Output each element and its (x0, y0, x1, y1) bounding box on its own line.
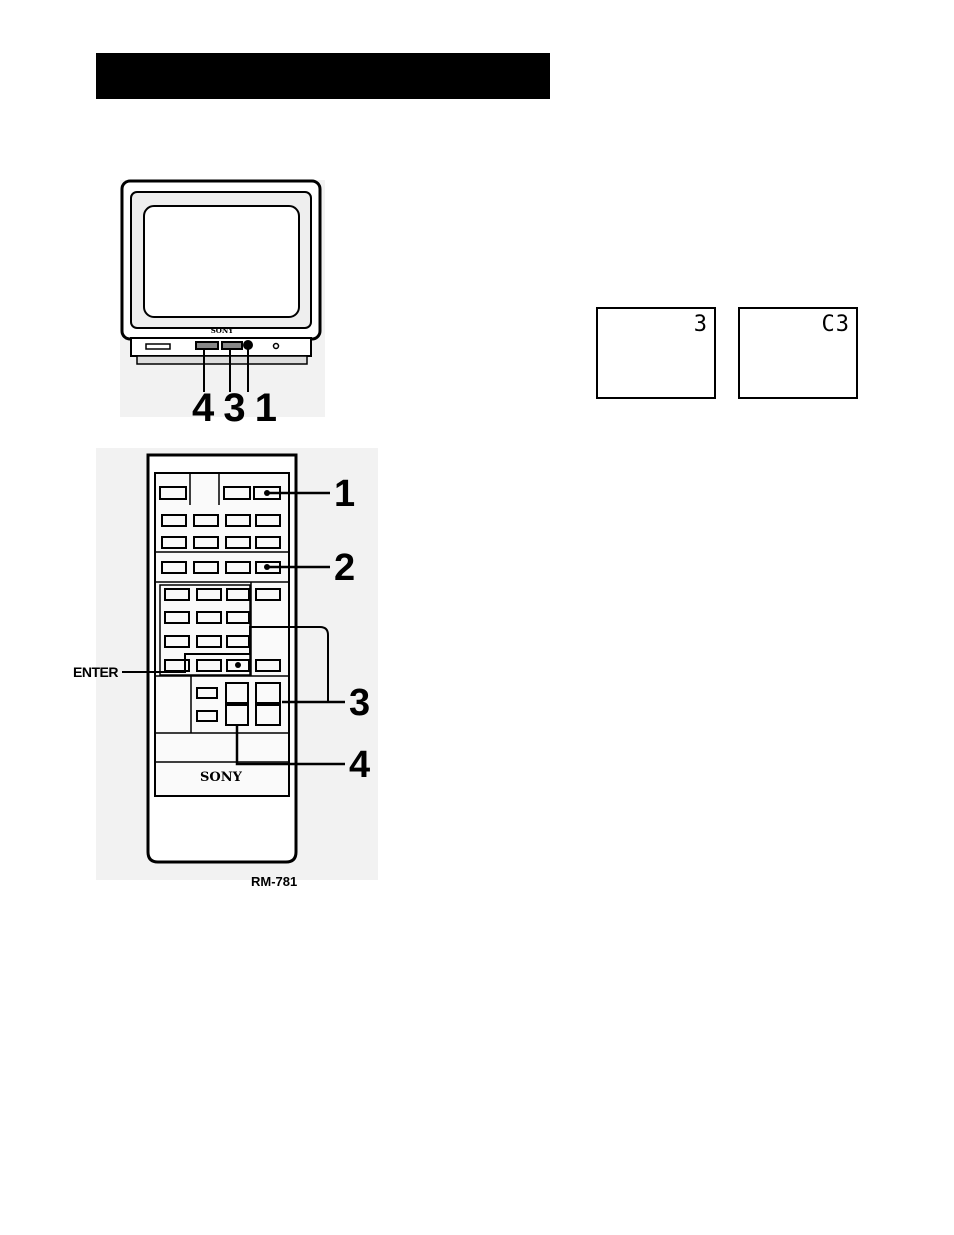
tv-callout-4: 4 (192, 388, 213, 428)
osd-channel-2: C3 (822, 312, 851, 337)
tv-brand-logo: SONY (211, 326, 235, 335)
remote-brand-logo: SONY (200, 770, 243, 785)
osd-channel-1: 3 (694, 312, 708, 337)
remote-model-label: RM-781 (251, 874, 297, 889)
remote-step-1: 1 (334, 475, 355, 513)
tv-callout-3: 3 (223, 388, 244, 428)
tv-illustration (122, 181, 320, 392)
tv-base (137, 356, 307, 364)
remote-step-3: 3 (349, 684, 370, 722)
osd-screen-1: 3 (596, 307, 716, 399)
tv-control-channel (196, 342, 218, 349)
remote-panel (155, 473, 289, 796)
tv-power-button (244, 341, 252, 349)
tv-control-volume (222, 342, 242, 349)
tv-callout-1: 1 (255, 388, 276, 428)
tv-callout-numbers: 4 3 1 (192, 388, 276, 428)
remote-step-4: 4 (349, 746, 370, 784)
tv-screen (144, 206, 299, 317)
enter-label: ENTER (73, 664, 118, 680)
osd-screen-2: C3 (738, 307, 858, 399)
remote-step-2: 2 (334, 549, 355, 587)
